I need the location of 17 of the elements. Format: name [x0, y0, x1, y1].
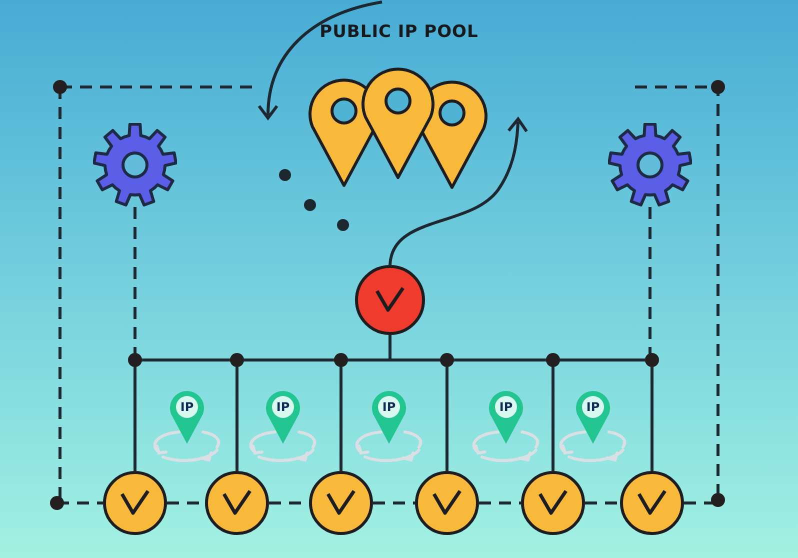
pin-label: IP: [179, 400, 195, 414]
ip-pin: [169, 390, 205, 446]
ip-pin: [488, 390, 524, 446]
ip-pin: [575, 390, 611, 446]
ip-pin: [371, 390, 407, 446]
gear-icon: [608, 123, 692, 207]
pin-label: IP: [585, 400, 601, 414]
arrow: [388, 118, 528, 266]
pin-label: IP: [275, 400, 291, 414]
pin-label: IP: [381, 400, 397, 414]
ip-pin: [265, 390, 301, 446]
gear-icon: [93, 123, 177, 207]
connector-line: [479, 502, 521, 504]
diagram-title: PUBLIC IP POOL: [320, 22, 478, 42]
connector-line: [585, 502, 620, 504]
pin-label: IP: [498, 400, 514, 414]
connector-line: [373, 502, 415, 504]
